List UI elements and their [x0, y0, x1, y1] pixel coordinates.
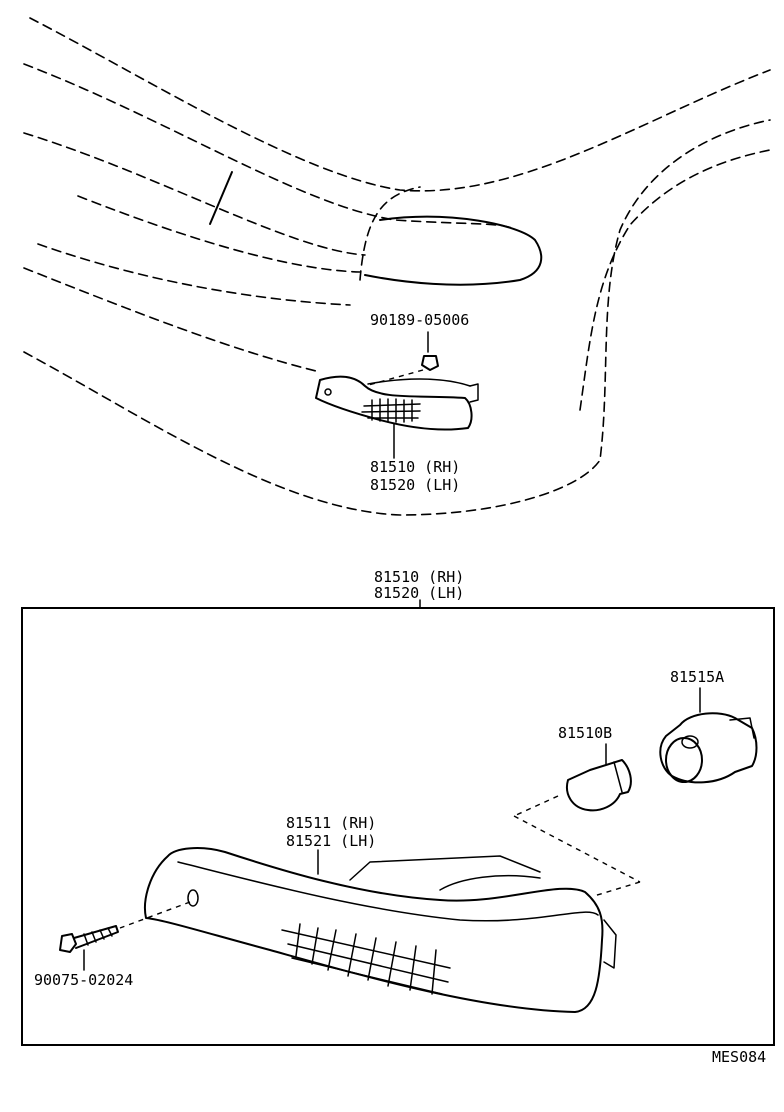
vehicle-body-outline: [23, 17, 771, 516]
clip-part: 90189-05006: [364, 311, 469, 387]
lamp-lh-label: 81520 (LH): [370, 476, 460, 494]
socket-part: 81515A: [659, 668, 758, 784]
lens-part: 81511 (RH) 81521 (LH): [144, 814, 617, 1013]
socket-label: 81515A: [670, 668, 724, 686]
lens-lh-label: 81521 (LH): [286, 832, 376, 850]
box-rh-label: 81510 (RH): [374, 568, 464, 586]
exploded-view-box: 81510 (RH) 81520 (LH): [21, 568, 775, 1046]
box-lh-label: 81520 (LH): [374, 584, 464, 602]
screw-label: 90075-02024: [34, 971, 133, 989]
lamp-assembly-small: 81510 (RH) 81520 (LH): [315, 375, 479, 494]
figure-code: MES084: [712, 1048, 766, 1066]
lens-rh-label: 81511 (RH): [286, 814, 376, 832]
clip-label: 90189-05006: [370, 311, 469, 329]
bulb-part: 81510B: [558, 724, 632, 812]
screw-part: 90075-02024: [34, 925, 133, 989]
lamp-rh-label: 81510 (RH): [370, 458, 460, 476]
bulb-label: 81510B: [558, 724, 612, 742]
clip-icon: [421, 355, 439, 371]
assembly-lines: [119, 795, 641, 929]
